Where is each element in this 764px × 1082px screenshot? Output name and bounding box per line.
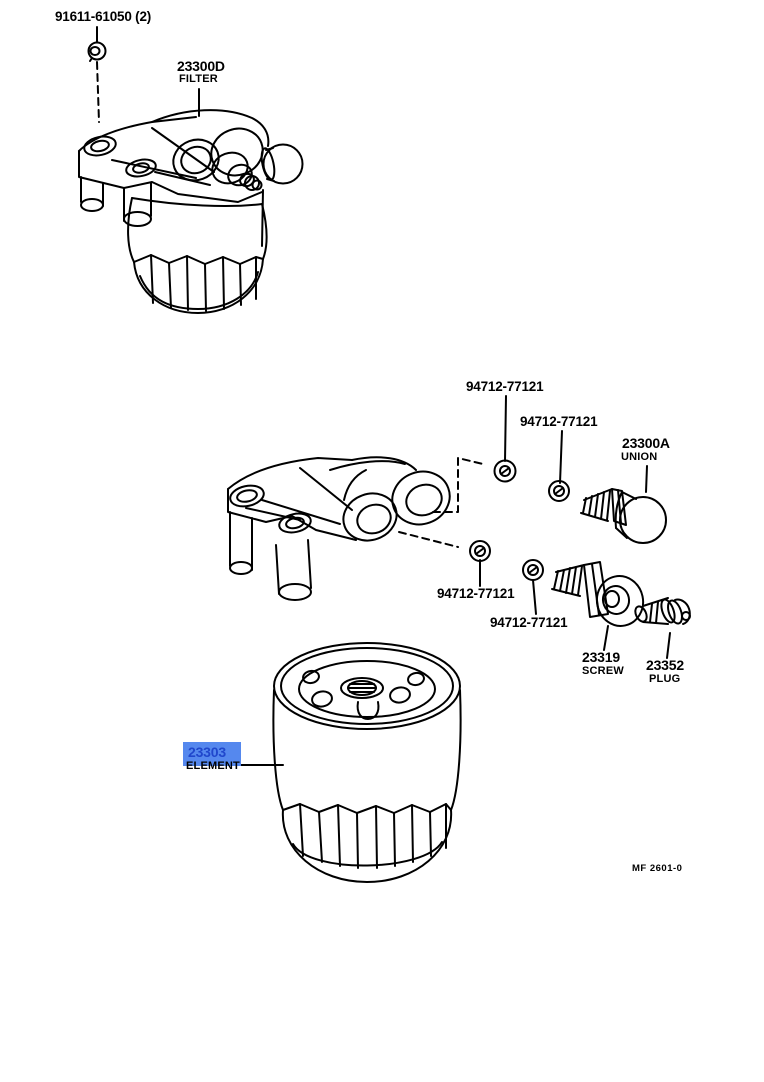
part-label-screw[interactable]: 23319 (582, 649, 620, 665)
bolt-icon (87, 41, 107, 62)
filter-assembly-drawing (78, 109, 304, 314)
dashed-guide-lines (96, 61, 484, 548)
part-label-gasket-2[interactable]: 94712-77121 (520, 414, 598, 429)
gasket-drawing-2 (548, 480, 570, 502)
part-label-gasket-1[interactable]: 94712-77121 (466, 379, 544, 394)
fiche-code: MF 2601-0 (632, 863, 683, 874)
part-label-bolt[interactable]: 91611-61050 (2) (55, 9, 152, 24)
plug-drawing (634, 597, 691, 625)
element-highlight-box (183, 742, 241, 766)
filter-bracket-drawing (227, 456, 451, 601)
part-name-screw: SCREW (582, 665, 624, 677)
part-name-filter: FILTER (179, 73, 218, 85)
part-label-gasket-4[interactable]: 94712-77121 (490, 615, 568, 630)
gasket-drawing-3 (469, 540, 491, 562)
part-label-plug[interactable]: 23352 (646, 657, 684, 673)
part-label-element[interactable]: 23303 (188, 744, 226, 760)
part-label-gasket-3[interactable]: 94712-77121 (437, 586, 515, 601)
part-label-union[interactable]: 23300A (622, 435, 670, 451)
part-name-union: UNION (621, 451, 658, 463)
part-name-plug: PLUG (649, 673, 681, 685)
gasket-drawing-1 (493, 459, 517, 483)
gasket-drawing-4 (522, 559, 544, 581)
screw-drawing (551, 561, 645, 627)
union-drawing (580, 488, 667, 544)
part-name-element: ELEMENT (186, 760, 240, 772)
element-drawing (272, 642, 462, 883)
part-label-filter[interactable]: 23300D (177, 58, 225, 74)
